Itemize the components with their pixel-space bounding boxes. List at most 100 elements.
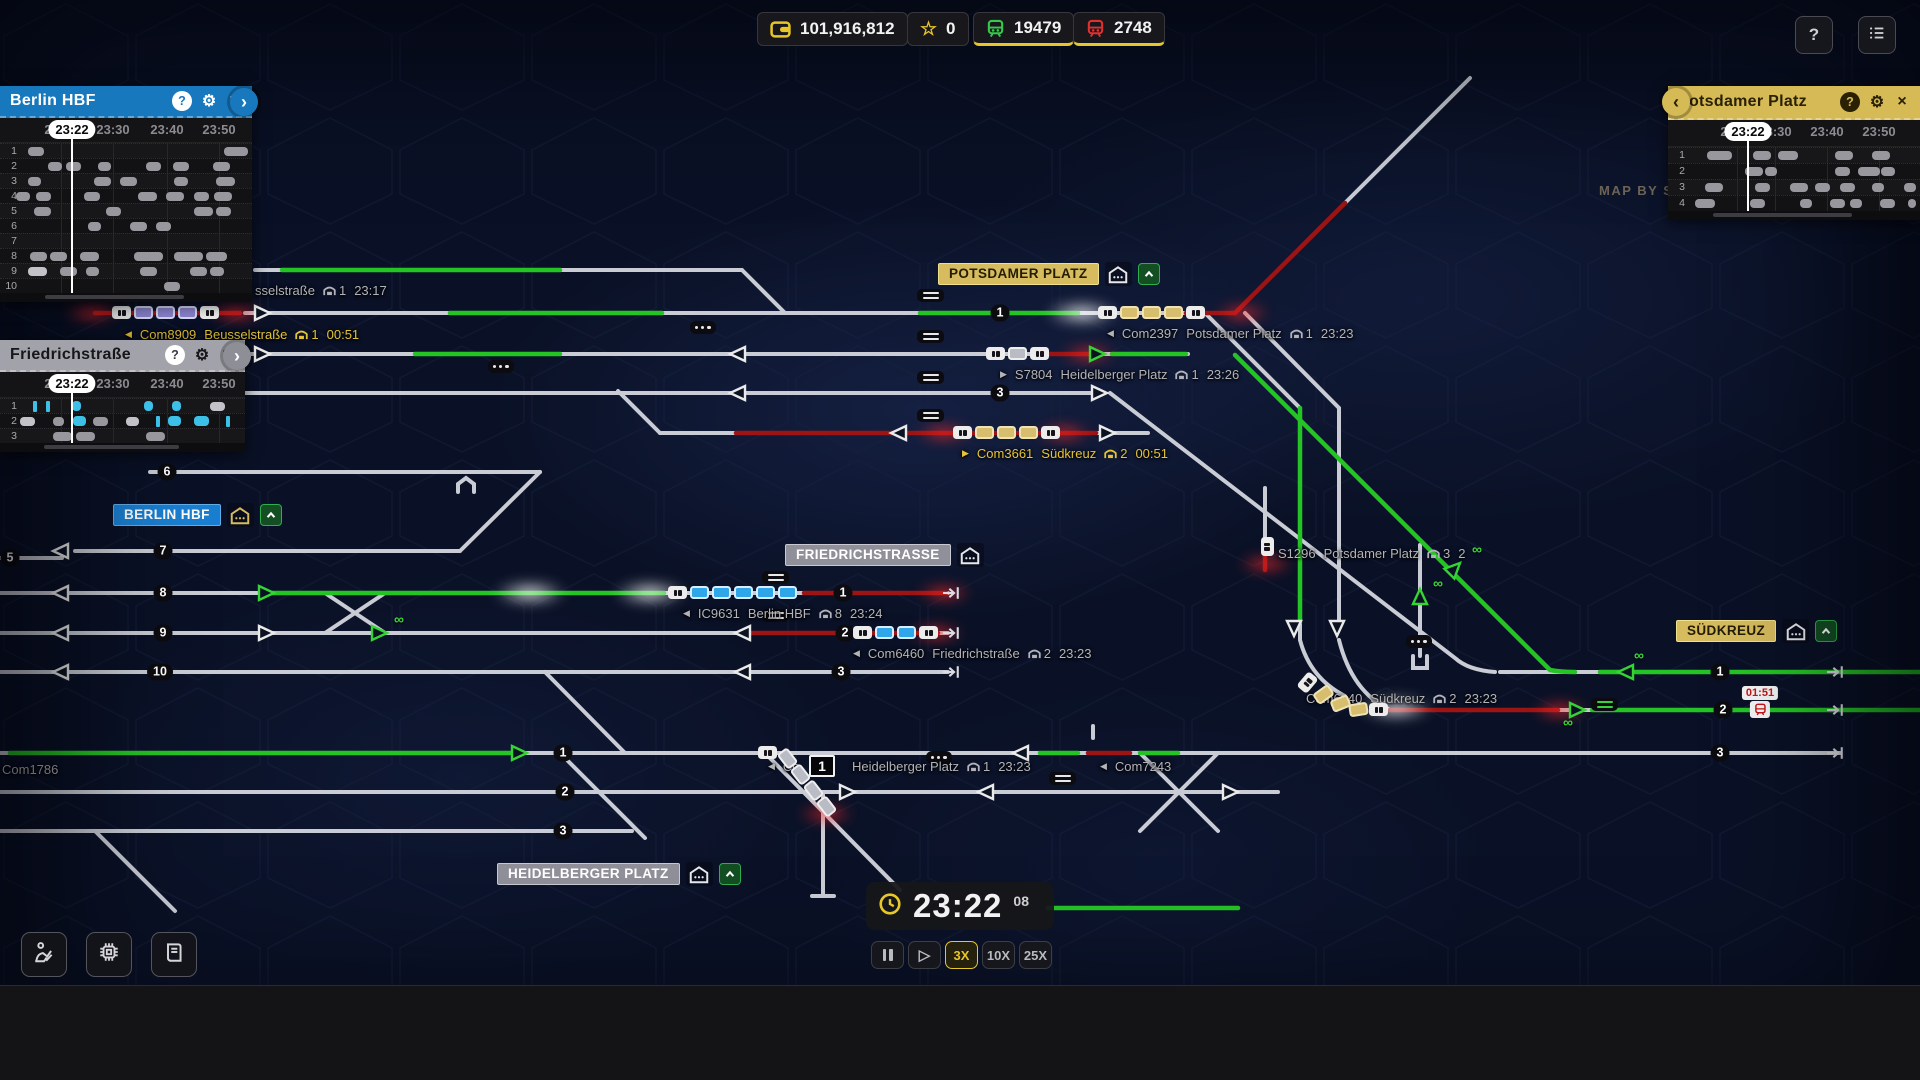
schedule-block[interactable] [106,207,121,216]
close-icon[interactable]: × [1897,93,1907,110]
schedule-block[interactable] [1872,183,1884,192]
wagon-IC9631[interactable] [778,586,797,599]
signal-white[interactable] [725,344,749,364]
schedule-block[interactable] [16,192,30,201]
schedule-block[interactable] [28,147,44,156]
menu-button[interactable] [1858,16,1896,54]
wagon-S7804[interactable] [1030,347,1049,360]
schedule-block[interactable] [190,267,207,276]
gear-icon[interactable]: ⚙ [194,347,210,364]
play-button[interactable]: ▷ [908,941,941,969]
schedule-block[interactable] [210,402,225,411]
schedule-block[interactable] [146,432,165,441]
wagon-Com6460[interactable] [853,626,872,639]
wagon-IC9631[interactable] [734,586,753,599]
schedule-block[interactable] [1880,199,1895,208]
signal-green[interactable] [1613,662,1637,682]
wagon-S1296[interactable] [1261,537,1274,556]
schedule-block[interactable] [53,417,64,426]
signal-white[interactable] [251,303,275,323]
signal-white[interactable] [48,623,72,643]
wagon-IC9631[interactable] [690,586,709,599]
schedule-block[interactable] [226,416,230,427]
schedule-block[interactable] [80,252,99,261]
schedule-block[interactable] [166,192,184,201]
schedule-block[interactable] [20,417,35,426]
schedule-block[interactable] [1745,167,1763,176]
schedule-block[interactable] [33,401,37,412]
panel-header[interactable]: Berlin HBF?⚙×› [0,86,258,118]
schedule-block[interactable] [28,267,47,276]
signal-white[interactable] [730,623,754,643]
collapse-station-button[interactable] [1815,620,1838,642]
schedule-block[interactable] [1830,199,1845,208]
schedule-block[interactable] [86,267,99,276]
speed-10x-button[interactable]: 10X [982,941,1015,969]
schedule-block[interactable] [120,177,137,186]
schedule-block[interactable] [28,177,41,186]
depot-icon[interactable] [685,862,713,886]
schedule-block[interactable] [224,147,248,156]
wagon-Com3661[interactable] [1041,426,1060,439]
schedule-block[interactable] [1858,167,1880,176]
wagon-Com2397[interactable] [1186,306,1205,319]
signal-green[interactable] [1410,584,1430,608]
wagon-S7804[interactable] [1008,347,1027,360]
schedule-block[interactable] [174,252,203,261]
station-label-potsdamer-platz[interactable]: Potsdamer Platz [938,262,1160,286]
panel-expand-left-button[interactable]: ‹ [1662,88,1690,116]
schedule-block[interactable] [1815,183,1830,192]
schedule-block[interactable] [48,162,62,171]
panel-expand-right-button[interactable]: › [223,342,251,370]
schedule-block[interactable] [216,177,235,186]
depot-icon[interactable] [1782,619,1810,643]
manual-button[interactable] [151,932,197,977]
schedule-block[interactable] [1695,199,1715,208]
depot-icon[interactable] [1104,262,1132,286]
signal-white[interactable] [251,344,275,364]
schedule-block[interactable] [156,416,160,427]
signal-white[interactable] [1219,782,1243,802]
station-label-friedrichstra-e[interactable]: Friedrichstraße [785,543,984,567]
signal-white[interactable] [48,541,72,561]
schedule-block[interactable] [1850,199,1862,208]
schedule-block[interactable] [156,222,171,231]
signal-white[interactable] [1327,617,1347,641]
signal-white[interactable] [48,583,72,603]
wagon-Com2397[interactable] [1142,306,1161,319]
signal-white[interactable] [1008,743,1032,763]
gear-icon[interactable]: ⚙ [201,93,217,110]
wagon-IC9631[interactable] [668,586,687,599]
wagon-Com8909[interactable] [200,306,219,319]
schedule-block[interactable] [76,432,95,441]
signal-white[interactable] [836,782,860,802]
station-name-tag[interactable]: Heidelberger Platz [497,863,680,885]
wagon-Com8909[interactable] [156,306,175,319]
schedule-block[interactable] [1881,167,1895,176]
schedule-block[interactable] [93,417,108,426]
wagon-Com6460[interactable] [875,626,894,639]
schedule-block[interactable] [194,192,209,201]
wagon-Com8909[interactable] [112,306,131,319]
wagon-Com3661[interactable] [997,426,1016,439]
schedule-block[interactable] [36,192,51,201]
schedule-block[interactable] [1790,183,1808,192]
wagon-IC9631[interactable] [756,586,775,599]
speed-3x-button[interactable]: 3X [945,941,978,969]
schedule-block[interactable] [98,162,111,171]
signal-white[interactable] [973,782,997,802]
schedule-block[interactable] [1705,183,1723,192]
schedule-block[interactable] [1835,167,1850,176]
schedule-block[interactable] [210,267,224,276]
wagon-Com6040[interactable] [1369,703,1388,716]
schedule-block[interactable] [173,162,189,171]
gear-icon[interactable]: ⚙ [1869,94,1885,111]
train-label[interactable]: ◀Com7243 [1100,759,1171,774]
panel-header[interactable]: Friedrichstraße?⚙×› [0,340,251,372]
schedule-block[interactable] [130,222,147,231]
